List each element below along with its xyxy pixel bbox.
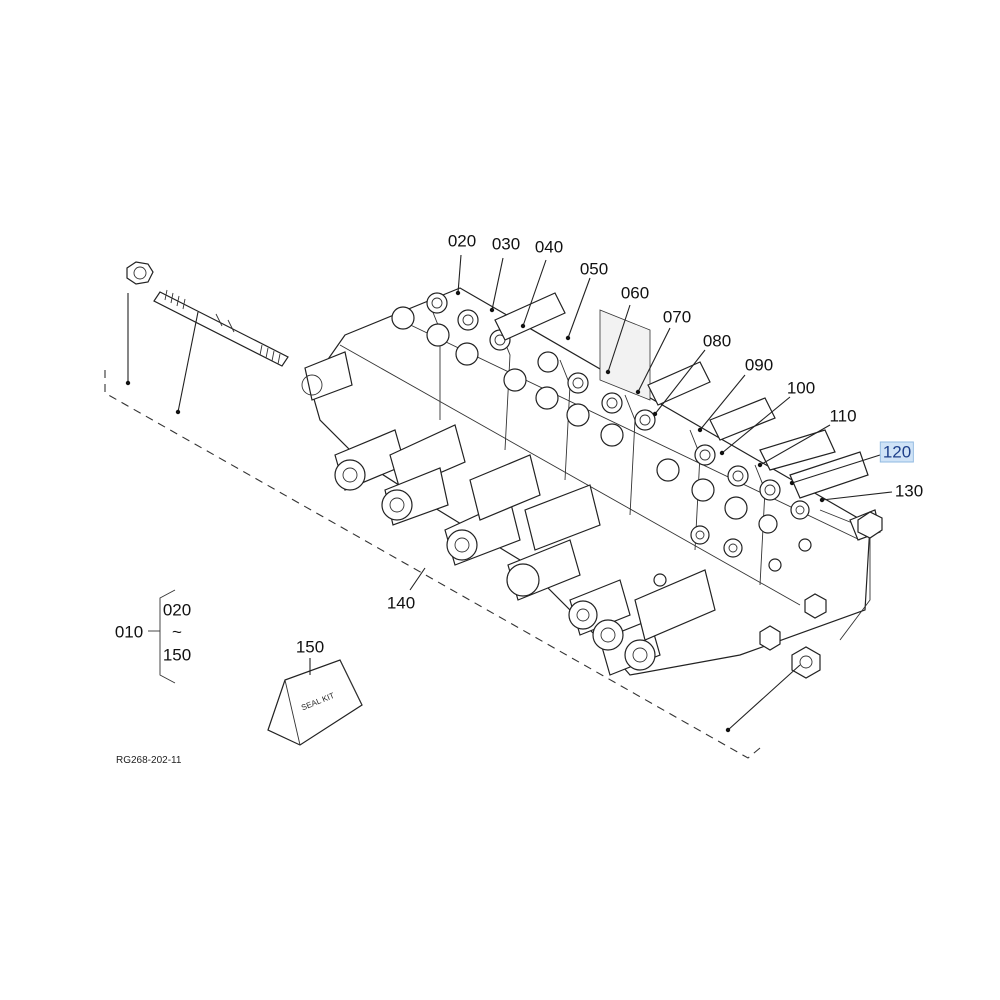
callout-110: 110 xyxy=(829,406,857,426)
side-fittings xyxy=(759,511,883,679)
callout-070: 070 xyxy=(662,307,692,327)
callout-120[interactable]: 120 xyxy=(879,441,915,463)
leader-lines xyxy=(125,254,893,733)
reference-code: RG268-202-11 xyxy=(116,755,182,766)
assembly-range-end: 150 xyxy=(162,645,192,665)
assembly-boundary xyxy=(104,370,761,759)
assembly-parent-number: 010 xyxy=(114,622,144,642)
callout-050: 050 xyxy=(579,259,609,279)
callout-080: 080 xyxy=(702,331,732,351)
callout-030: 030 xyxy=(491,234,521,254)
callout-130: 130 xyxy=(894,481,924,501)
top-ports xyxy=(391,292,810,587)
callout-090: 090 xyxy=(744,355,774,375)
callout-150: 150 xyxy=(295,637,325,657)
assembly-range-start: 020 xyxy=(162,600,192,620)
assembly-bracket xyxy=(148,589,176,684)
callout-100: 100 xyxy=(786,378,816,398)
spool-ends xyxy=(301,351,716,676)
callout-020: 020 xyxy=(447,231,477,251)
seal-kit-bag xyxy=(267,659,363,746)
tie-rod-part xyxy=(153,289,289,367)
nut-part xyxy=(126,261,154,285)
assembly-range-symbol: ~ xyxy=(172,622,182,642)
callout-140: 140 xyxy=(386,593,416,613)
callout-040: 040 xyxy=(534,237,564,257)
callout-060: 060 xyxy=(620,283,650,303)
